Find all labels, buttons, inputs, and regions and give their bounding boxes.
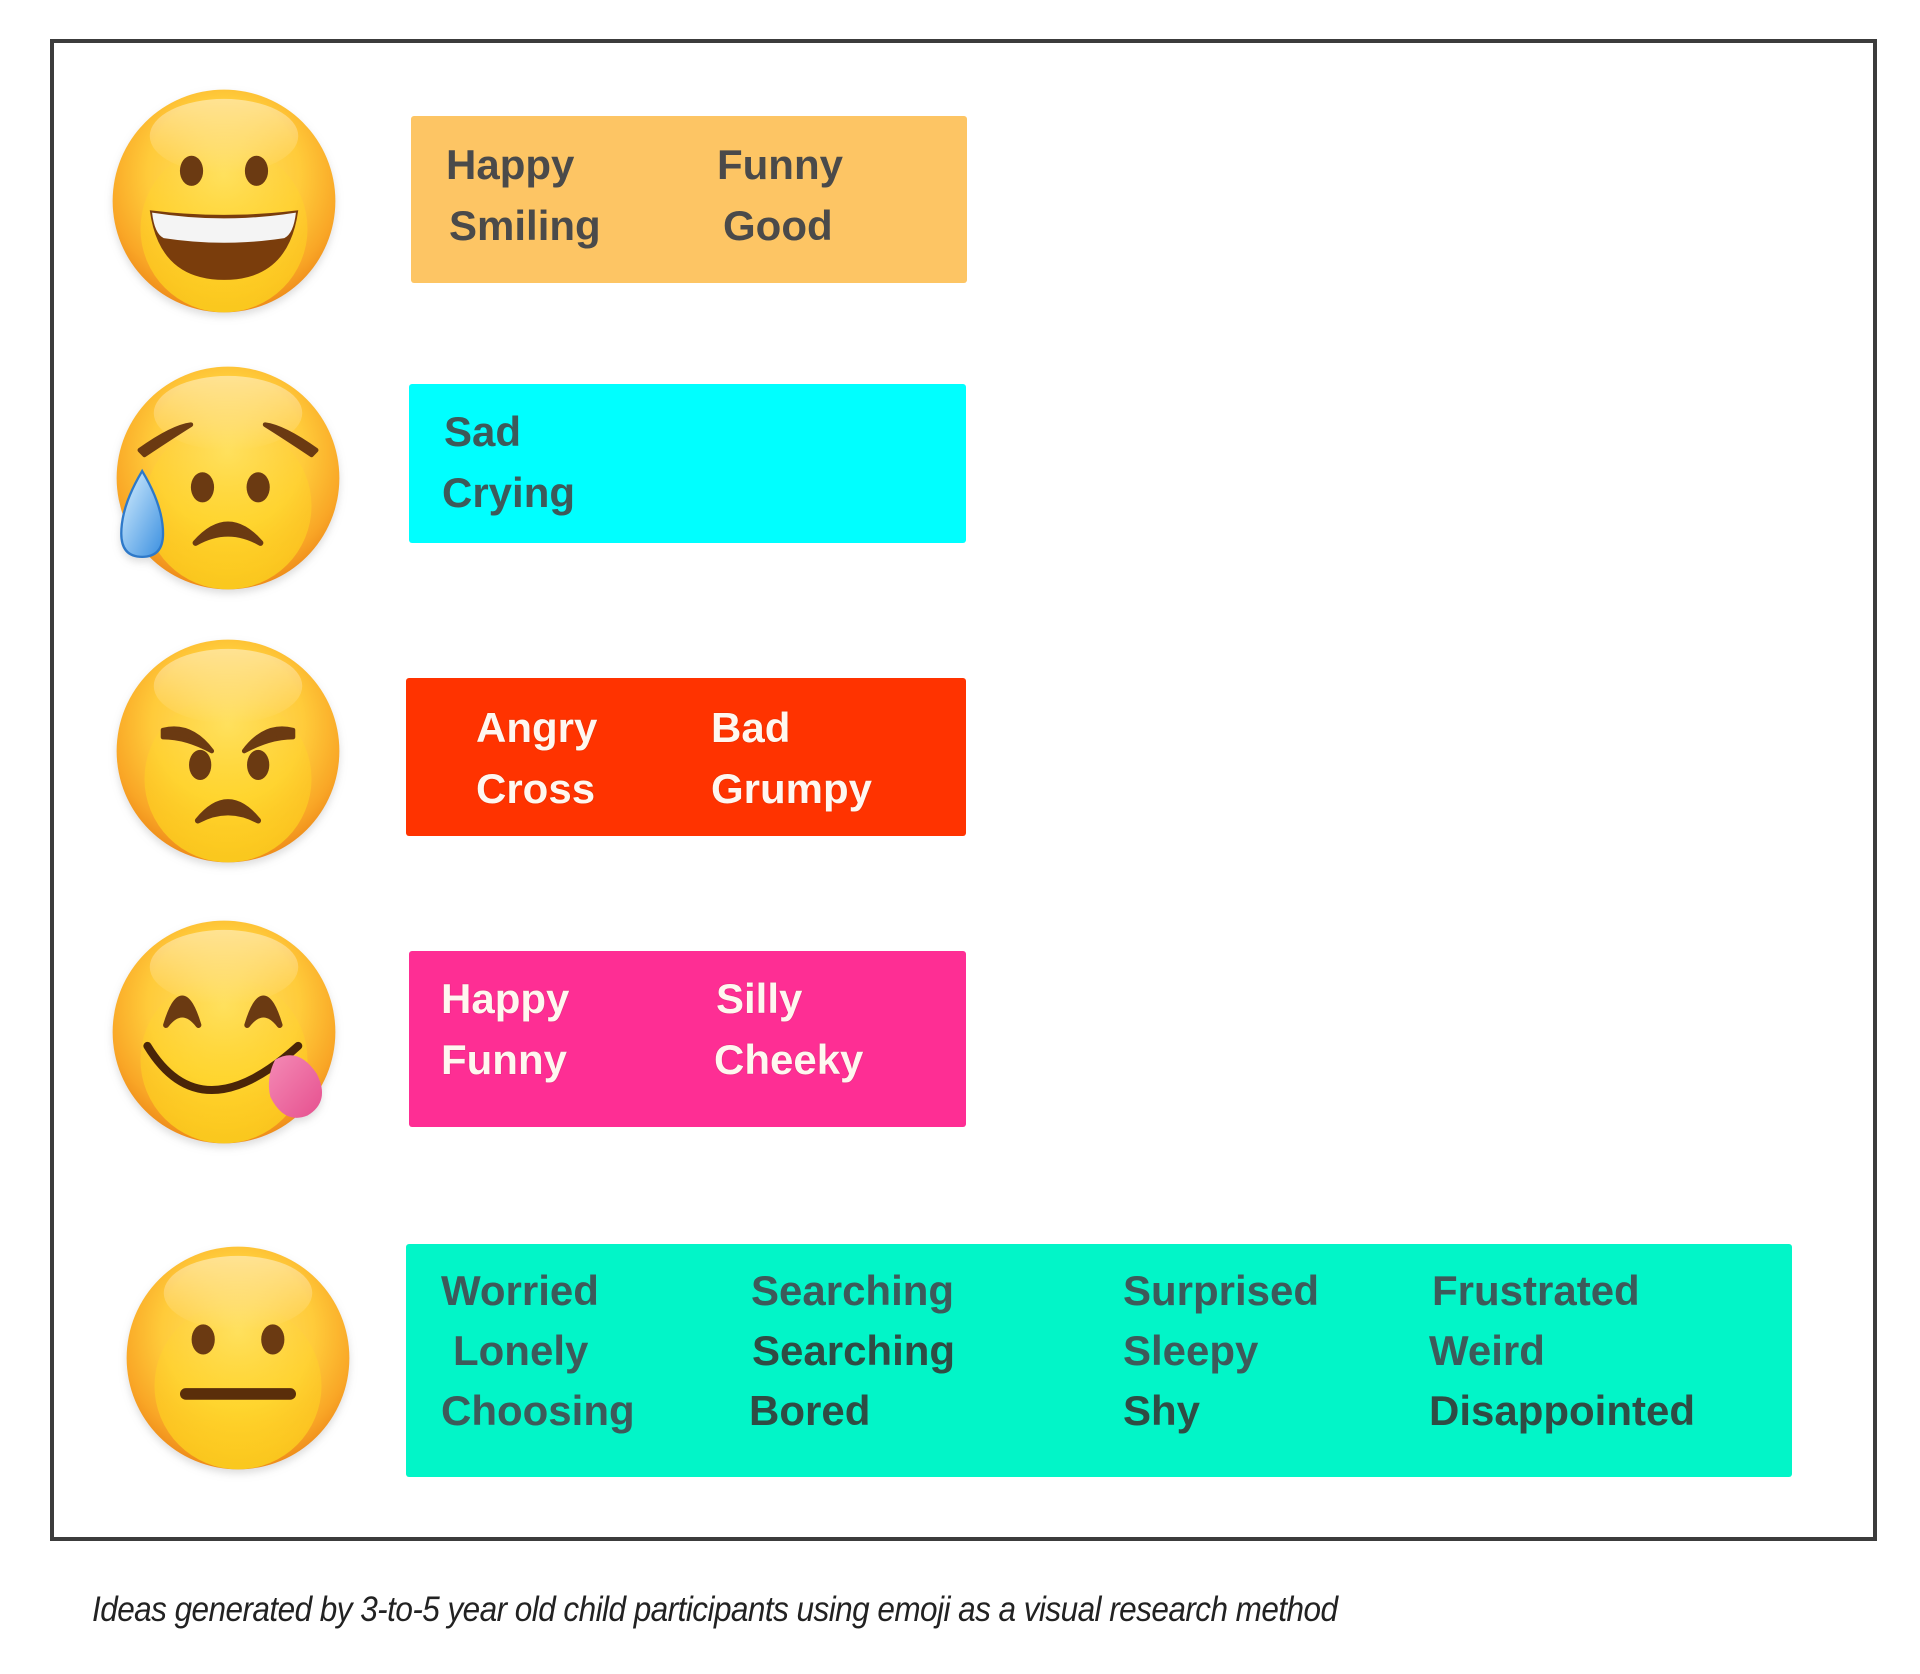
word-label: Smiling [449,202,601,249]
sad-crying-face-icon [112,362,344,594]
figure-caption: Ideas generated by 3-to-5 year old child… [92,1590,1338,1629]
word-label: Sad [444,408,522,455]
emotion-box-cheeky [409,951,966,1127]
word-label: Bad [711,704,791,751]
word-label: Lonely [453,1327,589,1374]
word-label: Surprised [1123,1267,1320,1314]
word-label: Frustrated [1432,1267,1640,1314]
word-label: Happy [441,975,570,1022]
word-label: Good [723,202,833,249]
yum-tongue-face-icon [108,916,340,1148]
word-label: Cross [476,765,596,812]
word-label: Happy [446,141,575,188]
word-label: Sleepy [1123,1327,1259,1374]
emotion-box-angry [406,678,966,836]
word-label: Funny [441,1036,567,1083]
word-label: Weird [1429,1327,1545,1374]
word-label: Searching [751,1267,955,1314]
word-label: Grumpy [711,765,873,812]
word-label: Funny [717,141,843,188]
word-label: Worried [441,1267,599,1314]
word-label: Angry [476,704,598,751]
emotion-box-sad [409,384,966,543]
emotion-box-happy [411,116,967,283]
angry-face-icon [112,635,344,867]
word-label: Cheeky [714,1036,864,1083]
word-label: Shy [1123,1387,1201,1434]
word-label: Searching [752,1327,956,1374]
emotion-box-mixed [406,1244,1792,1477]
grinning-face-icon [108,85,340,317]
word-label: Choosing [441,1387,635,1434]
word-label: Crying [442,469,576,516]
word-label: Silly [716,975,803,1022]
word-label: Disappointed [1429,1387,1696,1434]
word-label: Bored [749,1387,871,1434]
neutral-face-icon [122,1242,354,1474]
